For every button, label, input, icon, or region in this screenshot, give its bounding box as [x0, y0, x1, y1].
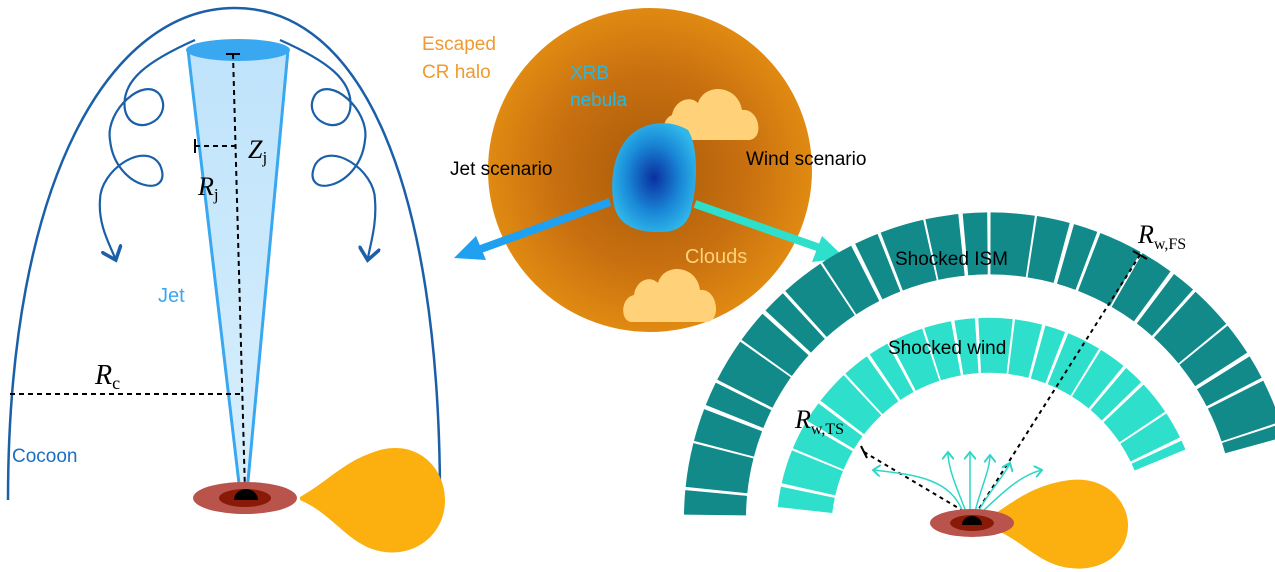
cloud-lower [623, 269, 717, 322]
jet-scenario-label: Jet scenario [450, 159, 552, 180]
clouds-label: Clouds [685, 246, 747, 268]
cocoon-boundary [6, 6, 442, 501]
jet-radius-label: Rj [197, 172, 219, 204]
shocked-ism-shell [684, 212, 1275, 516]
jet-scenario-arrow [454, 198, 612, 260]
jet-label: Jet [158, 285, 185, 307]
shocked-wind-label: Shocked wind [888, 338, 1006, 359]
cloud-upper [663, 89, 759, 140]
wind-scenario-label: Wind scenario [746, 149, 866, 170]
xrb-nebula [612, 123, 696, 233]
vortex-left [98, 38, 196, 258]
cocoon-radius-label: Rc [94, 360, 120, 393]
jet-length-label: Zj [248, 135, 267, 167]
companion-star-wind [982, 479, 1128, 569]
jet-length-line [232, 53, 246, 493]
forward-shock-tick [1132, 250, 1148, 260]
termination-shock-radius-line [863, 451, 966, 513]
nebula-label-line2: nebula [570, 90, 627, 111]
nebula-label-line1: XRB [570, 63, 609, 84]
vortex-right [279, 38, 375, 258]
shocked-wind-shell [777, 317, 1186, 514]
black-hole-wind [962, 516, 982, 525]
halo-label-line2: CR halo [422, 62, 491, 83]
halo-label-line1: Escaped [422, 34, 496, 55]
black-hole [234, 489, 258, 500]
forward-shock-radius-label: Rw,FS [1137, 220, 1186, 253]
cocoon-label: Cocoon [12, 446, 78, 467]
wind-panel: Shocked ISM Shocked wind Rw,FS Rw,TS [684, 212, 1275, 569]
termination-shock-radius-label: Rw,TS [794, 405, 844, 438]
jet-panel: Zj Rj Jet Rc Cocoon [6, 6, 445, 553]
center-panel: Escaped CR halo XRB nebula Jet scenario … [422, 8, 866, 332]
companion-star [300, 448, 445, 553]
shocked-ism-label: Shocked ISM [895, 249, 1008, 270]
wind-outflow-arrows [873, 452, 1042, 513]
jet-head [186, 39, 290, 61]
termination-shock-tick [860, 445, 868, 459]
